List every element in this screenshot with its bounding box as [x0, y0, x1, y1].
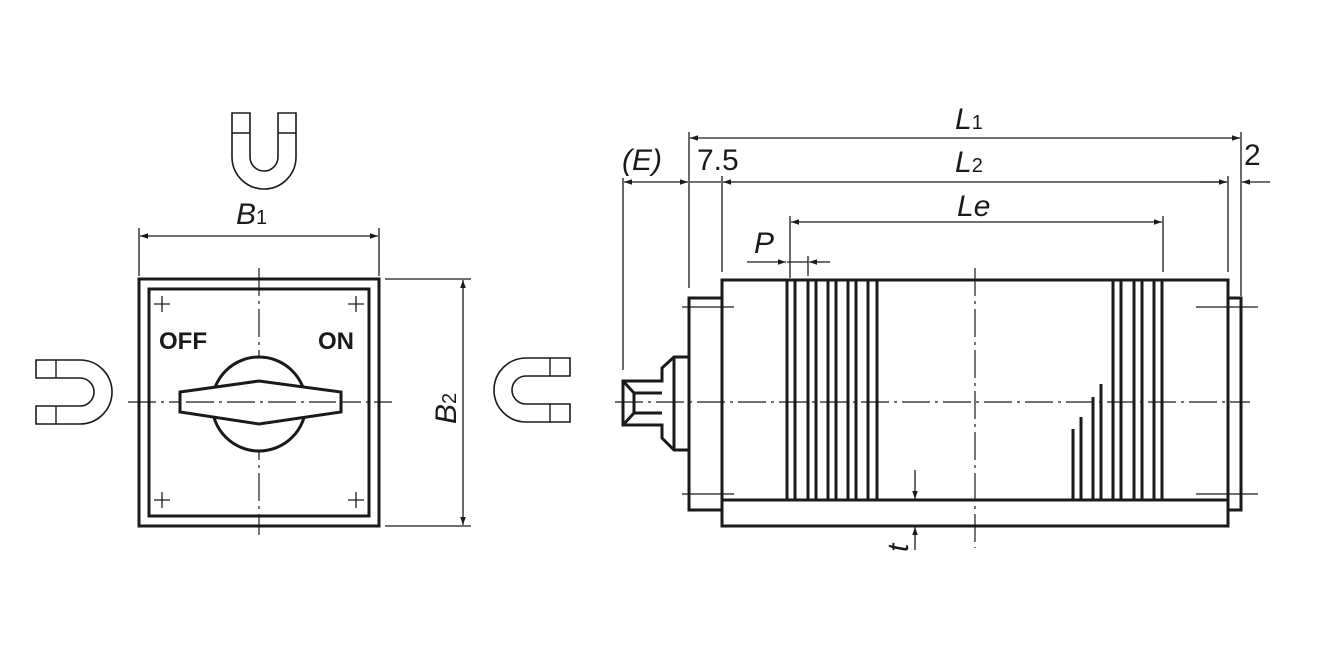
front-view: OFF ON B1 B2 [128, 198, 471, 535]
corner-marks [154, 296, 364, 508]
side-view: L1 L2 (E) 7.5 2 Le P t [615, 103, 1270, 552]
dim-le: Le [957, 190, 990, 223]
dim-b2: B2 [430, 393, 463, 424]
dim-t: t [882, 542, 915, 552]
off-label: OFF [159, 328, 207, 355]
dim-e: (E) [622, 144, 662, 177]
on-label: ON [318, 328, 354, 355]
dim-l1: L1 [955, 103, 983, 136]
magnet-icon-left [35, 359, 113, 425]
magnet-icon-right [493, 357, 571, 423]
magnet-icon-top [231, 112, 297, 190]
pole-plates-right [1071, 280, 1164, 500]
dim-p: P [754, 227, 774, 260]
dim-2: 2 [1244, 139, 1261, 172]
dim-b1: B1 [236, 198, 267, 231]
pole-plates-left [785, 280, 879, 500]
dim-7-5: 7.5 [697, 144, 739, 177]
dim-l2: L2 [955, 146, 983, 179]
